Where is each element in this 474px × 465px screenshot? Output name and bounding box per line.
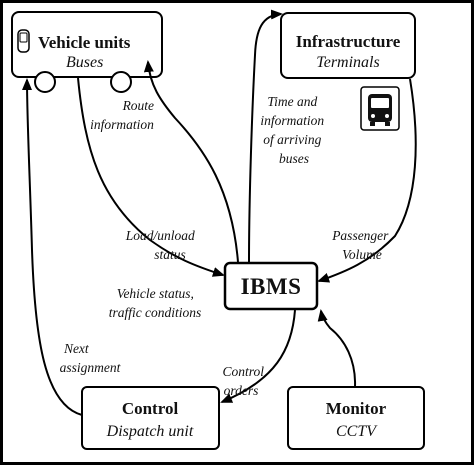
arrow-monitor-to-ibms [317,309,357,388]
arrow-next-assignment [22,78,83,416]
infrastructure-subtitle: Terminals [316,54,379,71]
label-passenger-volume: Passenger Volume [331,228,392,262]
vehicle-units-node: Vehicle units Buses [11,11,163,93]
infrastructure-title: Infrastructure [296,32,401,51]
ibms-title: IBMS [241,274,302,299]
arrow-route-information [143,60,239,263]
arrow-load-unload [77,77,225,277]
bus-icon [360,86,400,131]
arrow-time-information [248,9,283,263]
monitor-subtitle: CCTV [336,423,378,440]
vehicle-units-subtitle: Buses [66,54,103,71]
label-route-information: Route information [90,98,157,132]
label-next-assignment: Next assignment [60,341,122,375]
ibms-node: IBMS [223,261,319,311]
label-time-information: Time and information of arriving buses [260,94,327,166]
control-title: Control [122,399,179,418]
monitor-title: Monitor [326,399,387,418]
label-load-unload: Load/unload status [125,228,198,262]
bus-outline-icon [17,29,30,53]
control-subtitle: Dispatch unit [106,423,194,440]
monitor-node: Monitor CCTV [287,386,425,450]
arrow-passenger-volume [317,78,417,283]
wheel-icon [34,71,56,93]
control-node: Control Dispatch unit [81,386,220,450]
label-vehicle-status: Vehicle status, traffic conditions [109,286,202,320]
arrow-control-orders [220,309,296,403]
infrastructure-node: Infrastructure Terminals [280,12,416,79]
wheel-icon [110,71,132,93]
vehicle-units-title: Vehicle units [38,33,131,52]
label-control-orders: Control orders [223,364,268,398]
